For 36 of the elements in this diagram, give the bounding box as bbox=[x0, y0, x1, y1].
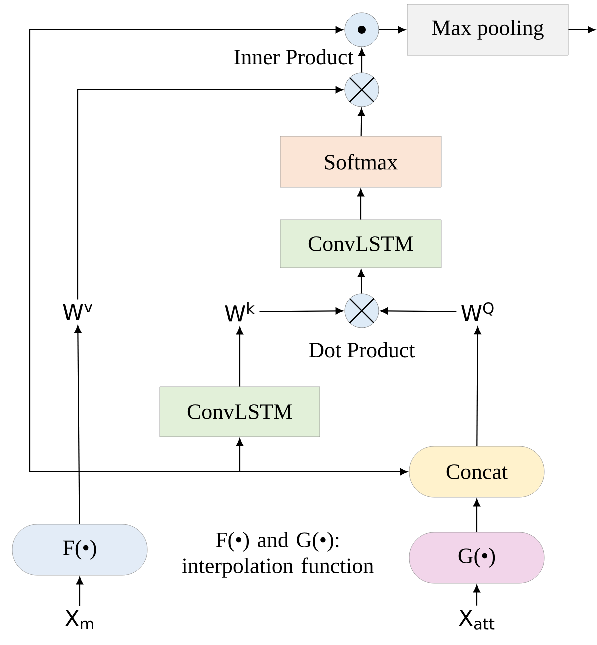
symbol-label: X$_{m}$ bbox=[65, 610, 94, 630]
arrow bbox=[76, 577, 84, 606]
arrow bbox=[29, 26, 344, 472]
symbol-label: W$^{k}$ bbox=[225, 302, 255, 322]
multiply-circle bbox=[344, 72, 380, 108]
arrow bbox=[260, 308, 344, 315]
symbol-label: X$_{att}$ bbox=[459, 610, 495, 630]
softmax-box: Softmax bbox=[280, 136, 442, 188]
dot-circle bbox=[344, 12, 380, 48]
arrow bbox=[236, 327, 244, 387]
arrow bbox=[358, 108, 366, 136]
operation-label: Inner Product bbox=[234, 49, 354, 65]
arrow bbox=[474, 327, 482, 446]
arrow bbox=[77, 86, 344, 300]
note-text: F(•) and G(•): interpolation function bbox=[182, 532, 374, 578]
multiply-circle bbox=[344, 294, 380, 328]
convlstm-box: ConvLSTM bbox=[160, 386, 320, 438]
arrow bbox=[380, 308, 457, 315]
arrow bbox=[568, 26, 596, 34]
arrow bbox=[379, 26, 406, 34]
pooling-box: Max pooling bbox=[407, 4, 569, 56]
arrow bbox=[358, 189, 364, 220]
function-pill: F(•) bbox=[12, 524, 148, 576]
arrow bbox=[74, 326, 82, 524]
concat-pill: Concat bbox=[409, 446, 545, 498]
arrow bbox=[474, 499, 480, 532]
function-pill: G(•) bbox=[409, 532, 545, 584]
arrow bbox=[358, 48, 366, 73]
symbol-label: W$^{Q}$ bbox=[462, 302, 494, 322]
operation-label: Dot Product bbox=[309, 342, 416, 358]
arrow bbox=[236, 438, 244, 472]
symbol-label: W$^{v}$ bbox=[63, 304, 93, 320]
arrow bbox=[30, 468, 408, 476]
arrow bbox=[358, 270, 365, 294]
arrow bbox=[474, 585, 480, 606]
convlstm-box: ConvLSTM bbox=[280, 220, 442, 268]
